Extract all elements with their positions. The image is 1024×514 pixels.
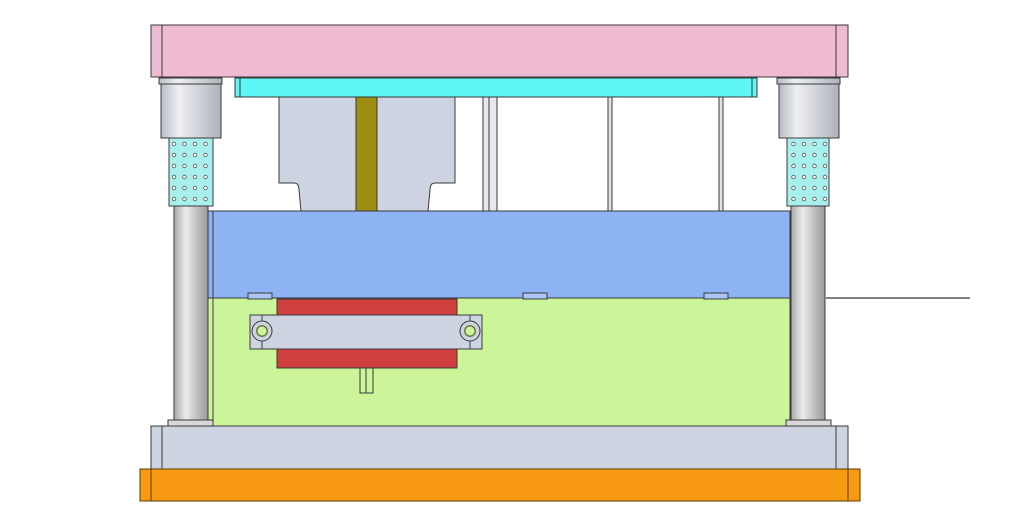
screw-icon (459, 320, 481, 342)
guide-bushing (158, 77, 223, 85)
guide-bushing (776, 77, 841, 85)
sprue-bar (355, 96, 378, 212)
bolt-head (522, 292, 548, 300)
top-clamp-plate (150, 24, 849, 78)
left-guide-assembly (158, 77, 223, 427)
bolt-heads (247, 292, 729, 300)
guide-bushing (160, 83, 222, 139)
screw-icon (251, 320, 273, 342)
guide-bushing (778, 83, 840, 139)
support-plate (150, 425, 849, 470)
ejector-rod (482, 96, 498, 212)
bolt-head (703, 292, 729, 300)
ejector-rod (607, 96, 613, 212)
guide-pillar (790, 205, 826, 421)
stripper-plate (207, 210, 791, 299)
punch-block (278, 96, 456, 212)
cavity-insert-plate (234, 77, 758, 98)
ejector-rod (718, 96, 724, 212)
guide-pillar (173, 205, 209, 421)
bolt-head (247, 292, 273, 300)
right-guide-assembly (776, 77, 841, 427)
clamp-bar (249, 314, 483, 350)
slider-assembly (249, 298, 483, 394)
bottom-clamp-plate (139, 468, 861, 502)
ejector-rods (482, 96, 724, 212)
